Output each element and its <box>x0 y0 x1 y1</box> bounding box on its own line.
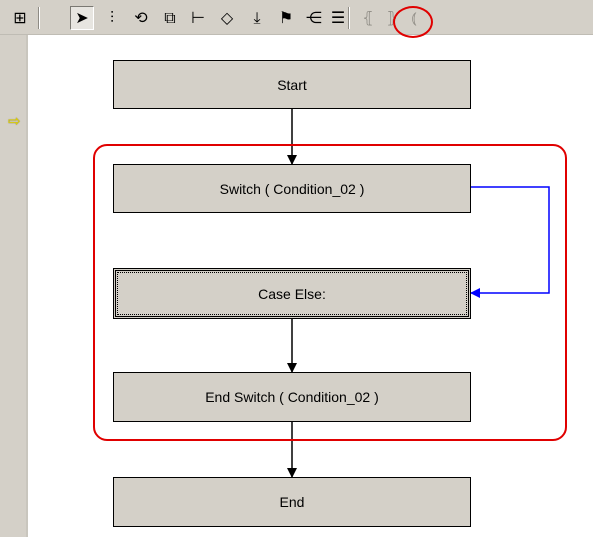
node-label: Switch ( Condition_02 ) <box>219 180 365 197</box>
loop-icon[interactable]: ⟲ <box>134 8 148 27</box>
annotation-circle <box>393 6 433 38</box>
node-switch[interactable]: Switch ( Condition_02 ) <box>113 164 471 213</box>
node-label: Start <box>277 76 307 93</box>
brace-open-icon: ⦄ <box>386 8 398 27</box>
list-icon[interactable]: ☰ <box>330 8 346 27</box>
toolbar: ⊞➤⫶⟲⧉⊢◇⤓⚑⋲☰⦃⦄⦅ <box>0 0 593 38</box>
branch-icon[interactable]: ⊢ <box>191 8 205 27</box>
node-label: Case Else: <box>258 285 326 302</box>
right-arrow-icon: ⇨ <box>8 112 21 130</box>
line-gutter: ⇨ <box>0 35 28 537</box>
connector-switch-to-case-else <box>470 186 550 298</box>
node-label: End <box>279 494 305 510</box>
select-pointer-icon[interactable]: ➤ <box>70 6 94 30</box>
decision-diamond-icon[interactable]: ◇ <box>220 8 234 27</box>
bracket-block-icon: ⦃ <box>362 8 374 27</box>
flag-icon[interactable]: ⚑ <box>278 8 294 27</box>
node-case-else[interactable]: Case Else: <box>113 268 471 319</box>
toolbar-separator <box>38 7 40 29</box>
bar-sequence-icon[interactable]: ⫶ <box>109 8 114 27</box>
annotation-frame <box>93 144 567 441</box>
node-end[interactable]: End <box>113 477 471 527</box>
process-block-icon[interactable]: ⧉ <box>164 8 176 27</box>
node-label: End Switch ( Condition_02 ) <box>205 389 379 405</box>
merge-down-icon[interactable]: ⤓ <box>253 8 261 27</box>
switch-case-icon[interactable]: ⋲ <box>306 8 322 27</box>
layout-view-icon[interactable]: ⊞ <box>13 8 27 27</box>
toolbar-separator <box>348 7 350 29</box>
node-start[interactable]: Start <box>113 60 471 109</box>
node-end-switch[interactable]: End Switch ( Condition_02 ) <box>113 372 471 422</box>
